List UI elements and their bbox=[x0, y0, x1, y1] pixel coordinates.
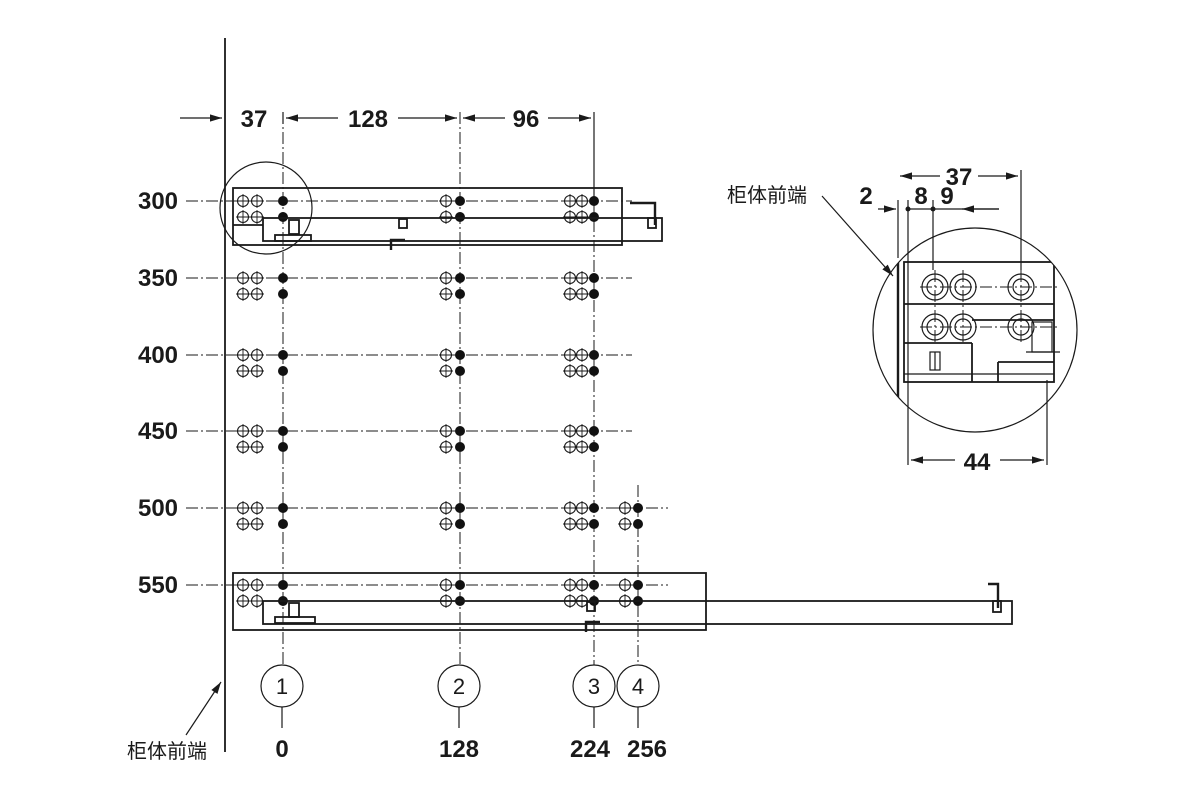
detail-cabinet-front-label: 柜体前端 bbox=[727, 183, 807, 207]
drilled-hole bbox=[589, 580, 599, 590]
detail-dim-44: 44 bbox=[964, 449, 991, 476]
drilled-hole bbox=[589, 442, 599, 452]
dim-128: 128 bbox=[348, 106, 388, 133]
drilling-holes bbox=[236, 194, 643, 608]
height-450: 450 bbox=[138, 418, 178, 445]
drilled-hole bbox=[589, 196, 599, 206]
drilled-hole bbox=[278, 503, 288, 513]
drilled-hole bbox=[278, 273, 288, 283]
drilled-hole bbox=[633, 580, 643, 590]
marker-2: 2 bbox=[453, 674, 465, 699]
height-350: 350 bbox=[138, 265, 178, 292]
marker-3: 3 bbox=[588, 674, 600, 699]
cabinet-front-label: 柜体前端 bbox=[127, 739, 207, 763]
marker-4: 4 bbox=[632, 674, 644, 699]
drilled-hole bbox=[589, 289, 599, 299]
position-0: 0 bbox=[275, 736, 288, 763]
runner-top bbox=[232, 187, 663, 250]
drilled-hole bbox=[278, 196, 288, 206]
drilled-hole bbox=[455, 366, 465, 376]
height-500: 500 bbox=[138, 495, 178, 522]
drilled-hole bbox=[278, 366, 288, 376]
drilled-hole bbox=[455, 196, 465, 206]
detail-callout-circle bbox=[219, 161, 313, 255]
drilled-hole bbox=[589, 519, 599, 529]
drilled-hole bbox=[455, 580, 465, 590]
drilled-hole bbox=[589, 273, 599, 283]
horizontal-centre-lines bbox=[186, 200, 668, 586]
detail-dim-37: 37 bbox=[946, 164, 973, 191]
position-256: 256 bbox=[627, 736, 667, 763]
position-224: 224 bbox=[570, 736, 611, 763]
drilled-hole bbox=[633, 519, 643, 529]
drilled-hole bbox=[278, 212, 288, 222]
drilled-hole bbox=[455, 426, 465, 436]
height-550: 550 bbox=[138, 572, 178, 599]
drilled-hole bbox=[455, 350, 465, 360]
drilled-hole bbox=[455, 519, 465, 529]
drilled-hole bbox=[278, 426, 288, 436]
drilled-hole bbox=[455, 212, 465, 222]
dim-96: 96 bbox=[513, 106, 540, 133]
drilled-hole bbox=[589, 350, 599, 360]
drilled-hole bbox=[633, 503, 643, 513]
detail-dim-9: 9 bbox=[940, 183, 953, 210]
drilled-hole bbox=[278, 350, 288, 360]
detail-dim-2: 2 bbox=[859, 183, 872, 210]
height-labels: 300 350 400 450 500 550 bbox=[138, 188, 178, 599]
drilled-hole bbox=[455, 442, 465, 452]
drilled-hole bbox=[589, 503, 599, 513]
runner-bottom bbox=[232, 572, 1013, 632]
height-400: 400 bbox=[138, 342, 178, 369]
drilled-hole bbox=[455, 273, 465, 283]
dim-37: 37 bbox=[241, 106, 268, 133]
drilled-hole bbox=[278, 580, 288, 590]
drilled-hole bbox=[589, 366, 599, 376]
top-dimension-chain: 37 128 96 bbox=[180, 106, 595, 200]
position-markers: 1 0 2 128 3 224 4 256 bbox=[260, 664, 667, 763]
drilled-hole bbox=[455, 503, 465, 513]
cabinet-front-callout: 柜体前端 bbox=[127, 681, 222, 763]
drilled-hole bbox=[278, 442, 288, 452]
detail-dim-8: 8 bbox=[914, 183, 927, 210]
marker-1: 1 bbox=[276, 674, 288, 699]
position-128: 128 bbox=[439, 736, 479, 763]
drilled-hole bbox=[589, 426, 599, 436]
drilled-hole bbox=[455, 289, 465, 299]
height-300: 300 bbox=[138, 188, 178, 215]
drilled-hole bbox=[278, 519, 288, 529]
drilled-hole bbox=[278, 289, 288, 299]
drilled-hole bbox=[589, 212, 599, 222]
detail-view: 37 2 8 9 44 柜体前端 bbox=[727, 164, 1078, 476]
